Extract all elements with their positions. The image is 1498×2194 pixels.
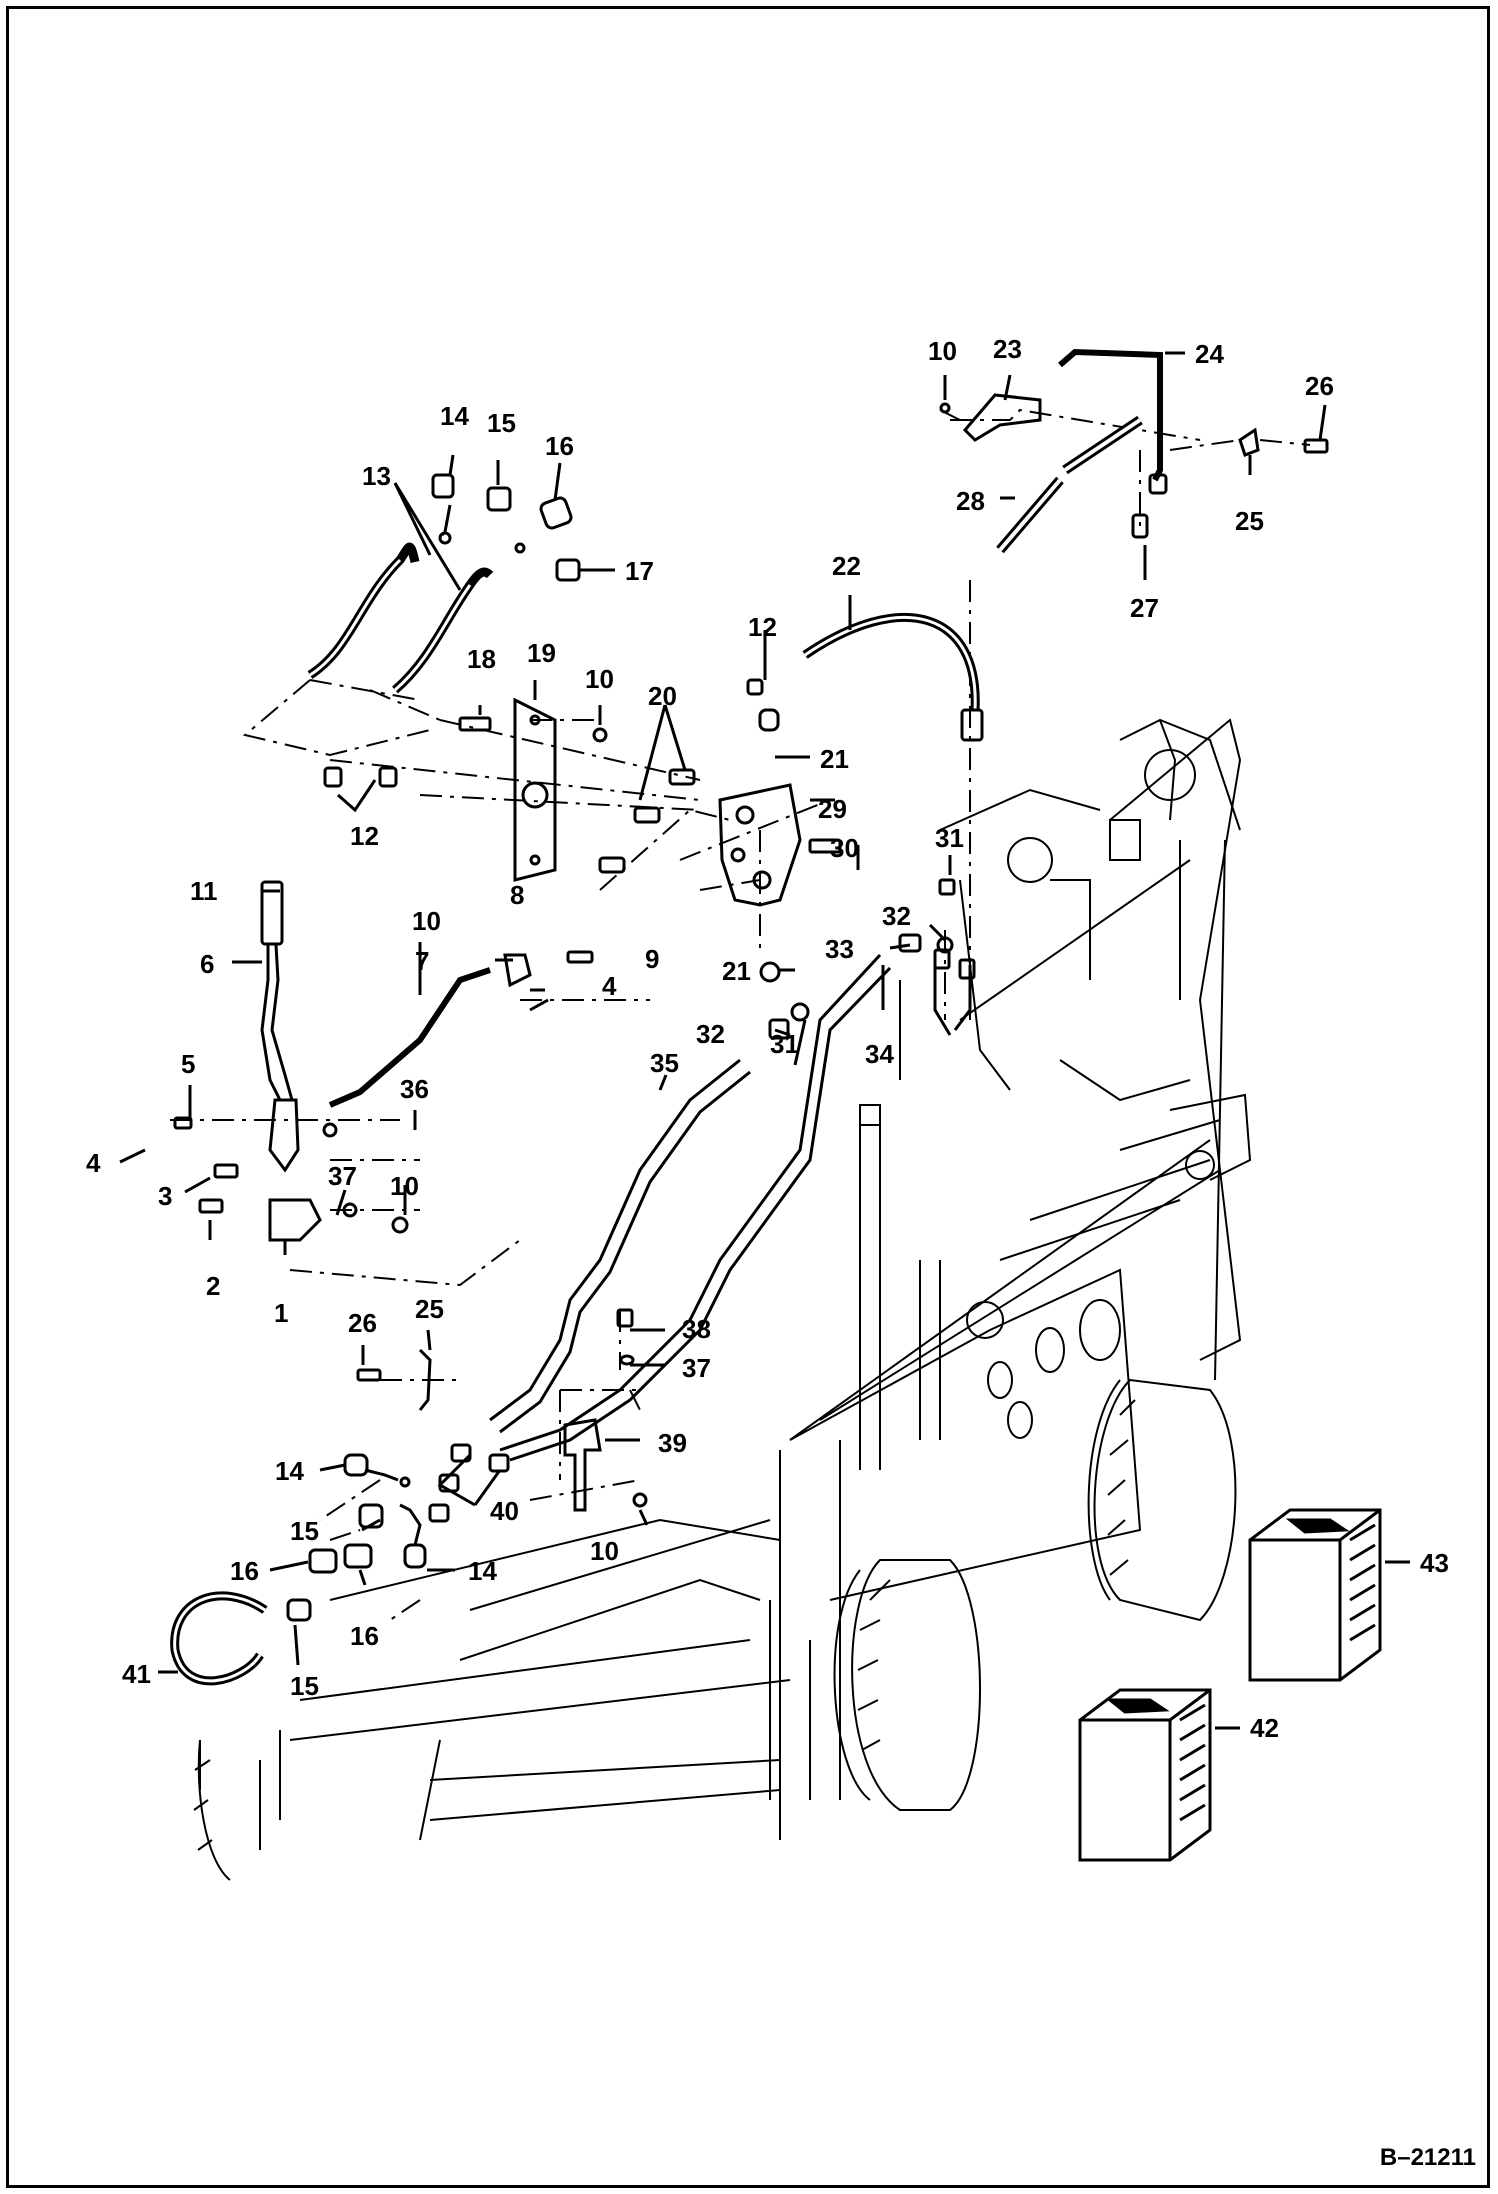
callout-26: 26 xyxy=(1305,371,1334,401)
callout-19: 19 xyxy=(527,638,556,668)
callout-24: 24 xyxy=(1195,339,1224,369)
callout-38: 38 xyxy=(682,1314,711,1344)
callout-23: 23 xyxy=(993,334,1022,364)
callout-2: 2 xyxy=(206,1271,220,1301)
callout-5: 5 xyxy=(181,1049,195,1079)
callout-25: 25 xyxy=(1235,506,1264,536)
diagram-border xyxy=(6,6,1490,2188)
callout-12: 12 xyxy=(350,821,379,851)
callout-34: 34 xyxy=(865,1039,894,1069)
callout-9: 9 xyxy=(645,944,659,974)
callout-20: 20 xyxy=(648,681,677,711)
callout-3: 3 xyxy=(158,1181,172,1211)
kit-box-42 xyxy=(1078,1688,1212,1862)
callout-16: 16 xyxy=(545,431,574,461)
callout-43: 43 xyxy=(1420,1548,1449,1578)
callout-12: 12 xyxy=(748,612,777,642)
leader-dashes xyxy=(170,408,1311,1621)
callout-14: 14 xyxy=(468,1556,497,1586)
callout-37: 37 xyxy=(682,1353,711,1383)
callout-39: 39 xyxy=(658,1428,687,1458)
callout-10: 10 xyxy=(585,664,614,694)
callout-22: 22 xyxy=(832,551,861,581)
callout-31: 31 xyxy=(770,1029,799,1059)
callout-35: 35 xyxy=(650,1048,679,1078)
callout-7: 7 xyxy=(415,946,429,976)
callout-11: 11 xyxy=(190,876,218,906)
callout-37: 37 xyxy=(328,1161,357,1191)
callout-10: 10 xyxy=(390,1171,419,1201)
callout-40: 40 xyxy=(490,1496,519,1526)
callout-29: 29 xyxy=(818,794,847,824)
callout-32: 32 xyxy=(882,901,911,931)
callout-18: 18 xyxy=(467,644,496,674)
callout-10: 10 xyxy=(412,906,441,936)
callout-42: 42 xyxy=(1250,1713,1279,1743)
parts xyxy=(170,348,1382,1862)
callout-21: 21 xyxy=(722,956,751,986)
callout-36: 36 xyxy=(400,1074,429,1104)
callout-15: 15 xyxy=(290,1516,319,1546)
callout-31: 31 xyxy=(935,823,964,853)
callout-10: 10 xyxy=(928,336,957,366)
callout-15: 15 xyxy=(487,408,516,438)
callout-25: 25 xyxy=(415,1294,444,1324)
callout-16: 16 xyxy=(230,1556,259,1586)
callout-27: 27 xyxy=(1130,593,1159,623)
callout-21: 21 xyxy=(820,744,849,774)
callout-4: 4 xyxy=(86,1148,101,1178)
callout-16: 16 xyxy=(350,1621,379,1651)
callout-leaders xyxy=(119,351,1410,1730)
callout-30: 30 xyxy=(830,833,859,863)
callout-14: 14 xyxy=(440,401,469,431)
callout-17: 17 xyxy=(625,556,654,586)
figure-reference-code: B–21211 xyxy=(1379,2144,1476,2171)
callout-10: 10 xyxy=(590,1536,619,1566)
callout-32: 32 xyxy=(696,1019,725,1049)
callout-28: 28 xyxy=(956,486,985,516)
callout-15: 15 xyxy=(290,1671,319,1701)
callout-13: 13 xyxy=(362,461,391,491)
kit-box-43 xyxy=(1248,1508,1382,1682)
callout-14: 14 xyxy=(275,1456,304,1486)
callout-26: 26 xyxy=(348,1308,377,1338)
callout-labels: 1 2 3 4 4 5 6 7 8 9 10 10 10 10 10 11 12… xyxy=(86,334,1449,1743)
callout-41: 41 xyxy=(122,1659,151,1689)
callout-6: 6 xyxy=(200,949,214,979)
callout-33: 33 xyxy=(825,934,854,964)
callout-8: 8 xyxy=(510,880,524,910)
loader-outline xyxy=(193,718,1252,1881)
callout-4: 4 xyxy=(602,971,617,1001)
callout-1: 1 xyxy=(274,1298,288,1328)
